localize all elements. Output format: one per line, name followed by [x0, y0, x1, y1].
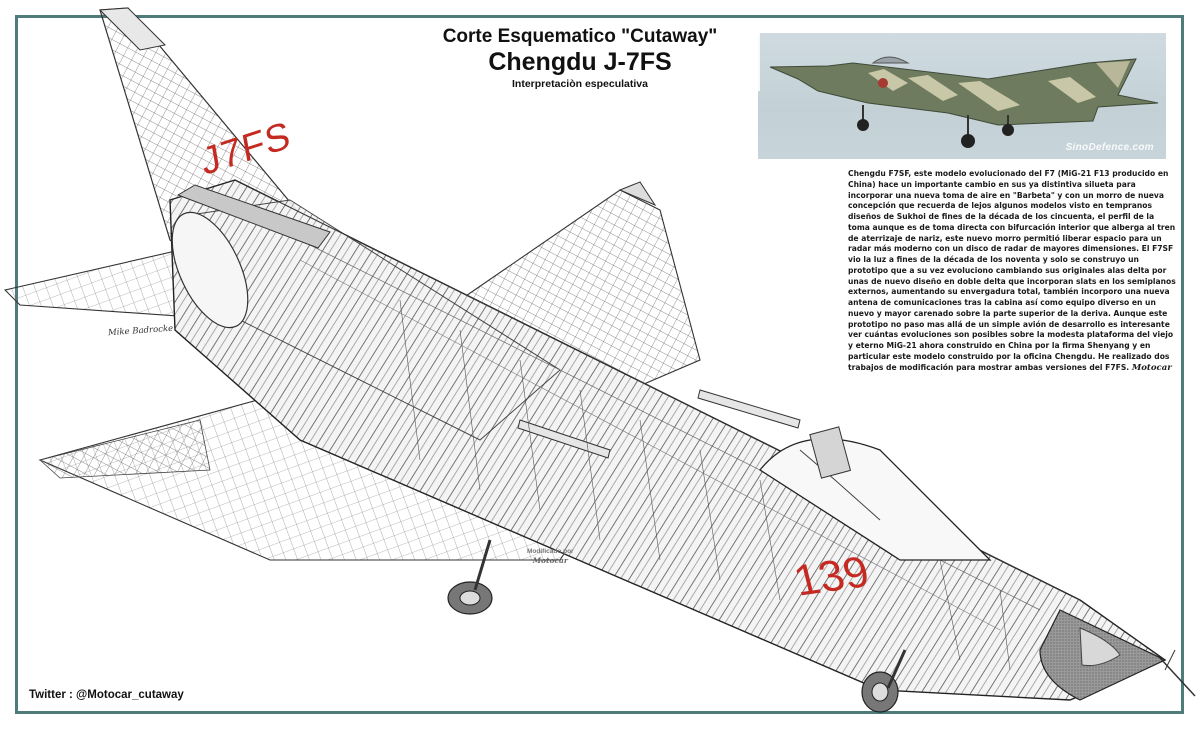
landing-gear [447, 539, 907, 713]
page-title: Chengdu J-7FS [488, 48, 672, 76]
title-block: Corte Esquematico "Cutaway" Chengdu J-7F… [400, 26, 760, 91]
modified-by-name: Motocar [532, 556, 568, 565]
description-body: Chengdu F7SF, este modelo evolucionado d… [848, 169, 1176, 372]
description-text: Chengdu F7SF, este modelo evolucionado d… [848, 169, 1178, 374]
aircraft-photo-silhouette [769, 56, 1159, 148]
twitter-handle: Twitter : @Motocar_cutaway [29, 689, 184, 701]
description-signature: Motocar [1131, 362, 1172, 373]
missiles [517, 389, 801, 459]
title-line-1: Corte Esquematico "Cutaway" [442, 26, 718, 47]
poster-frame [15, 15, 1184, 714]
aircraft-photo: SinoDefence.com [758, 33, 1166, 159]
modified-by-text: Modificado por [527, 548, 574, 555]
title-subtitle: Interpretaciòn especulativa [512, 78, 648, 90]
fuselage [169, 179, 1167, 701]
structure-lines [399, 299, 1011, 671]
nose-cone [1039, 609, 1196, 701]
photo-credit: SinoDefence.com [1065, 142, 1154, 153]
nose-number: 139 [789, 547, 875, 606]
modified-by-label: Modificado por Motocar [527, 547, 574, 565]
canopy [759, 426, 992, 561]
